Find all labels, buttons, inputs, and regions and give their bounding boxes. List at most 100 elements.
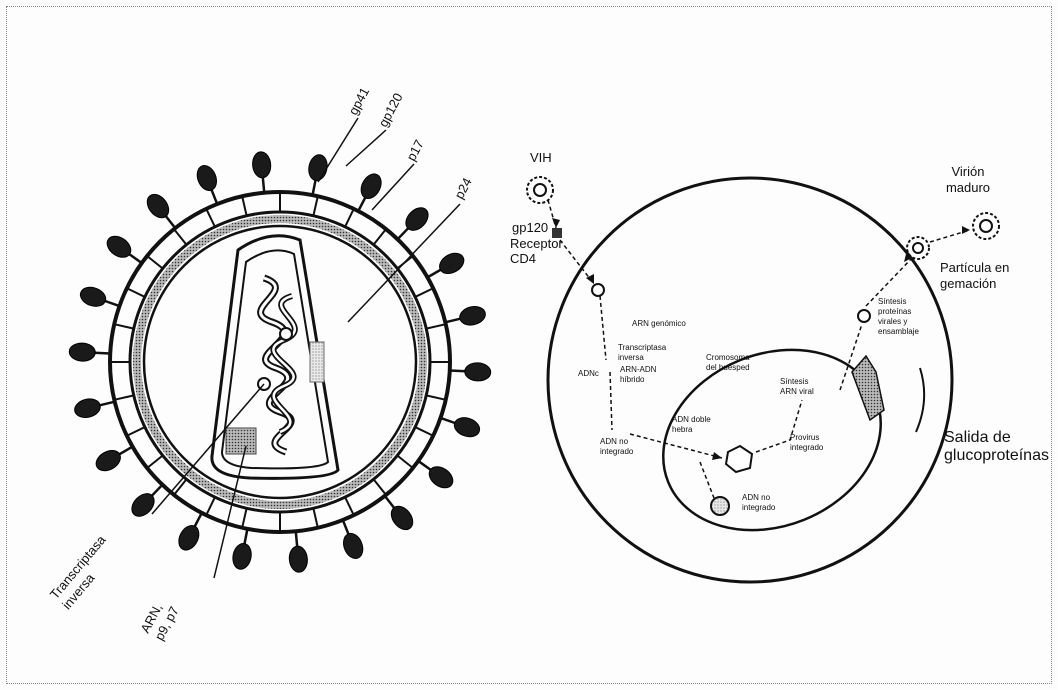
gp41-leader xyxy=(318,118,358,182)
golgi-ribosome xyxy=(852,356,884,420)
gp120-knob xyxy=(452,414,482,440)
gp41-stalk xyxy=(445,319,461,323)
uncoating-particle xyxy=(592,284,604,296)
envelope-strut xyxy=(374,479,386,495)
gp41-stalk xyxy=(450,370,466,371)
envelope-strut xyxy=(114,324,133,328)
budding-particle xyxy=(907,237,929,259)
host-cell-membrane xyxy=(548,178,952,582)
gp120-knob xyxy=(340,531,366,562)
envelope-strut xyxy=(415,427,433,436)
integrase-dot xyxy=(280,328,292,340)
linear-dna xyxy=(711,497,729,515)
envelope-strut xyxy=(415,288,433,297)
envelope-strut xyxy=(374,229,386,245)
envelope-strut xyxy=(147,256,163,268)
gp120-knob xyxy=(78,284,108,310)
free-virion-vih xyxy=(527,177,553,203)
gp41-stalk xyxy=(194,513,201,527)
envelope-strut xyxy=(242,508,246,527)
gp41-stalk xyxy=(418,461,431,470)
gp120-knob xyxy=(251,151,271,179)
gp120-knob xyxy=(357,171,385,202)
gp41-stalk xyxy=(441,418,456,423)
label-p17: p17 xyxy=(403,137,426,163)
gp41-stalk xyxy=(427,269,441,277)
gp41-stalk xyxy=(99,402,115,406)
glycoprotein-exit-path xyxy=(916,368,924,432)
envelope-strut xyxy=(426,324,445,328)
gp41-stalk xyxy=(165,216,175,229)
p9-p7-block xyxy=(226,428,256,454)
gp120-knob xyxy=(458,304,487,328)
host-cell-nucleus xyxy=(636,318,908,561)
gp41-stalk xyxy=(244,529,247,545)
envelope-strut xyxy=(313,196,317,215)
label-adn-doble-hebra: ADN doblehebra xyxy=(672,415,711,434)
gp120-knob xyxy=(231,542,254,571)
label-arn-p9-p7: ARN,p9, p7 xyxy=(137,596,181,642)
gp41-stalk xyxy=(94,353,110,354)
gp41-stalk xyxy=(385,496,395,509)
envelope-strut xyxy=(397,456,413,468)
envelope-strut xyxy=(345,497,354,515)
label-vih: VIH xyxy=(530,150,552,165)
hiv-virion: gp41 gp120 p17 p24 Transcriptasainversa … xyxy=(47,85,491,643)
gp41-stalk xyxy=(104,301,119,306)
gp120-knob xyxy=(69,342,96,361)
envelope-strut xyxy=(313,508,317,527)
gp41-stalk xyxy=(313,179,316,195)
label-arn-genomico: ARN genómico xyxy=(632,319,686,328)
label-gp120-receptor: gp120 xyxy=(512,220,548,235)
label-adnc: ADNc xyxy=(578,369,599,378)
gp120-knob xyxy=(103,232,135,262)
gp41-stalk xyxy=(343,520,349,535)
envelope-strut xyxy=(147,456,163,468)
gp41-stalk xyxy=(263,177,264,193)
label-gp41: gp41 xyxy=(345,85,372,118)
envelope-strut xyxy=(127,288,145,297)
assembly-particle xyxy=(858,310,870,322)
gp120-leader xyxy=(346,130,386,166)
label-transcriptasa-inversa: Transcriptasainversa xyxy=(47,532,122,612)
envelope-strut xyxy=(345,209,354,227)
gp41-stalk xyxy=(296,531,297,547)
envelope-strut xyxy=(114,395,133,399)
gp41-stalk xyxy=(119,447,133,455)
envelope-strut xyxy=(426,395,445,399)
gp41-stalk xyxy=(211,189,217,204)
gp120-knob xyxy=(143,190,173,222)
envelope-strut xyxy=(206,497,215,515)
circular-dna xyxy=(726,446,752,472)
gp120-knob xyxy=(288,545,308,573)
gp120-knob xyxy=(175,522,203,553)
gp120-knob xyxy=(425,462,457,492)
gp120-knob xyxy=(93,446,125,475)
envelope-strut xyxy=(206,209,215,227)
gp41-stalk xyxy=(398,228,409,240)
gp120-knob xyxy=(307,153,330,182)
gp120-knob xyxy=(73,396,102,420)
envelope-strut xyxy=(174,229,186,245)
mature-virion xyxy=(973,213,999,239)
gp41-stalk xyxy=(129,254,142,263)
label-p24: p24 xyxy=(451,175,474,201)
label-gp120: gp120 xyxy=(375,90,405,129)
gp41-stalk xyxy=(358,197,365,211)
envelope-strut xyxy=(242,196,246,215)
